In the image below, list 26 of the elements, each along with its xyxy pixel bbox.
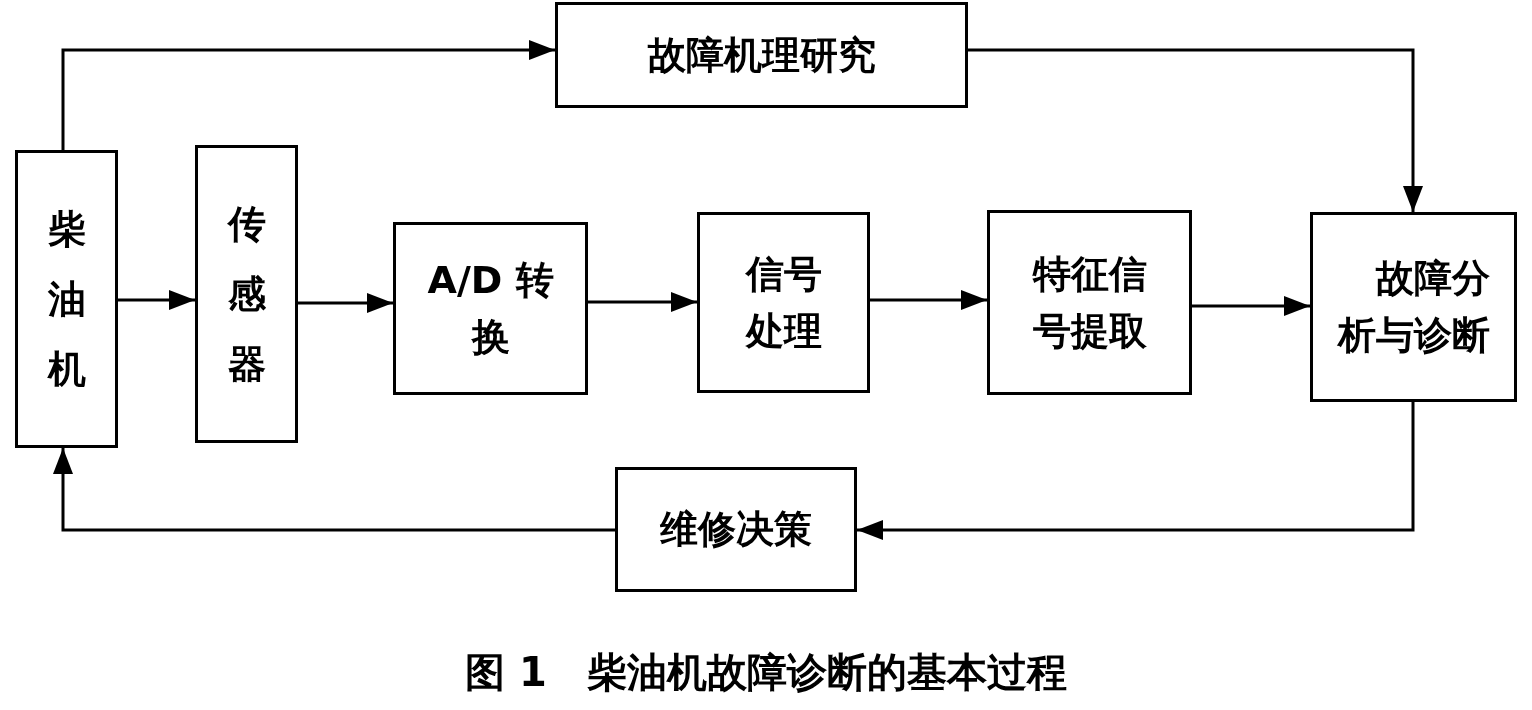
arrow <box>588 292 697 312</box>
figure-caption: 图 1 柴油机故障诊断的基本过程 <box>465 648 1067 696</box>
arrow <box>118 290 195 310</box>
box-label: 柴油机 <box>47 205 86 394</box>
arrow <box>298 293 393 313</box>
box-label: 故障机理研究 <box>647 31 876 79</box>
box-label: 信号处理 <box>744 250 823 355</box>
process-box <box>195 145 298 443</box>
process-box <box>987 210 1192 395</box>
box-label: 故障分析与诊断 <box>1336 255 1491 359</box>
arrow <box>53 448 615 532</box>
box-label: 传感器 <box>227 200 266 389</box>
process-box <box>15 150 118 448</box>
arrow <box>870 290 987 310</box>
box-label: A/D 转换 <box>426 256 555 361</box>
arrow <box>61 40 555 150</box>
box-label: 特征信号提取 <box>1031 250 1148 355</box>
process-box <box>555 2 968 108</box>
process-box <box>615 467 857 592</box>
arrow <box>857 402 1415 540</box>
arrow <box>1192 296 1310 316</box>
process-box <box>1310 212 1517 402</box>
process-box <box>697 212 870 393</box>
process-box <box>393 222 588 395</box>
box-label: 维修决策 <box>660 506 812 553</box>
arrow <box>968 48 1423 212</box>
